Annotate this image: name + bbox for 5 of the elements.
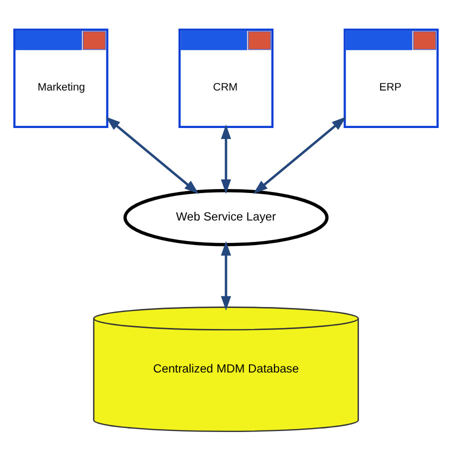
arrow bbox=[252, 116, 346, 194]
arrow bbox=[220, 241, 231, 311]
arrow bbox=[220, 124, 231, 194]
arrow bbox=[105, 116, 198, 194]
node-ellipse: Web Service Layer bbox=[122, 188, 328, 246]
